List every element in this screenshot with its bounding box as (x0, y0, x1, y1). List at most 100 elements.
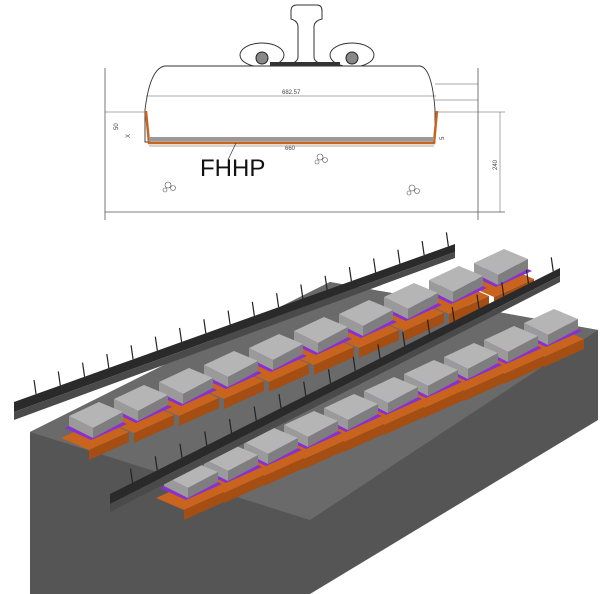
fastening-clip (179, 443, 183, 458)
fastening-clip (352, 356, 356, 371)
sleeper-side (429, 280, 453, 302)
sleeper-top (324, 394, 378, 420)
sleeper-front (183, 378, 213, 404)
sleeper-front (508, 336, 538, 362)
sleeper-front (93, 412, 123, 438)
orange-pad-side (184, 492, 224, 520)
fastening-clip (397, 249, 401, 264)
fastening-clip (476, 294, 480, 309)
sleeper-side (244, 442, 268, 464)
rail (110, 268, 560, 504)
sleeper-front (453, 276, 483, 302)
fastening-clip (130, 345, 134, 360)
sleeper-side (249, 348, 273, 370)
sleeper-top (384, 283, 438, 309)
orange-pad-side (449, 296, 489, 324)
sleeper-top (284, 411, 338, 437)
dim-height-left: 50 (114, 123, 120, 130)
fastening-clip (278, 394, 282, 409)
sleeper-front (273, 344, 303, 370)
sleeper-front (228, 455, 258, 481)
sleeper-top (524, 309, 578, 335)
orange-pad-side (179, 398, 219, 426)
fastening-clip (227, 310, 231, 325)
sleeper-front (318, 327, 348, 353)
dim-pad-right: 5 (440, 136, 446, 140)
fastening-clip (421, 240, 425, 256)
orange-pad-side (384, 407, 424, 435)
orange-pad-side (464, 373, 504, 401)
sleeper-side (159, 382, 183, 404)
fastening-clip (303, 381, 307, 396)
fastening-clip (251, 301, 255, 316)
sleeper-side (474, 263, 498, 285)
aggregate-symbols (162, 153, 420, 196)
rail-web (110, 276, 560, 512)
dim-pad-left: X (126, 134, 132, 138)
sleeper-top (404, 360, 458, 386)
dim-top-width: 682.57 (282, 90, 301, 96)
fastening-clip (178, 327, 183, 343)
sleeper-top (114, 385, 168, 411)
fastening-clip (129, 468, 134, 483)
orange-pad-side (359, 330, 399, 358)
sleeper-top (294, 317, 348, 343)
sleeper-top (364, 377, 418, 403)
fastening-clip (154, 456, 158, 471)
sleeper-top (429, 266, 483, 292)
orange-pad-side (224, 381, 264, 409)
sleeper-top (474, 249, 528, 275)
sleeper-block (144, 65, 436, 143)
sleeper-front (428, 370, 458, 396)
sleeper-top (244, 428, 298, 454)
orange-pad-side (504, 356, 544, 384)
fastening-clip (348, 267, 352, 282)
sleeper-front (498, 259, 528, 285)
sleeper-front (408, 293, 438, 319)
fhhp-pad (144, 110, 439, 145)
fastening-clip (203, 319, 207, 334)
fastening-clip (327, 369, 332, 384)
fastening-clip (324, 275, 328, 290)
fastening-clip (377, 344, 381, 359)
orange-pad-side (264, 458, 304, 486)
fastening-clip (373, 258, 377, 273)
sleeper-side (404, 374, 428, 396)
sleeper-side (339, 314, 363, 336)
sleeper-front (468, 353, 498, 379)
fastening-clip (426, 319, 431, 334)
sleeper-front (138, 395, 168, 421)
rail-web (14, 252, 455, 420)
fhhp-label: FHHP (200, 155, 265, 182)
fastening-clip (451, 307, 455, 322)
sleeper-front (188, 472, 218, 498)
dim-bottom-width: 660 (285, 146, 296, 152)
fastening-clip (106, 353, 110, 369)
fastening-clip (525, 269, 530, 284)
sleeper-side (364, 391, 388, 413)
sleeper-side (294, 331, 318, 353)
sleeper-front (268, 438, 298, 464)
sleeper-side (524, 323, 548, 345)
orange-pad-side (544, 339, 584, 367)
orange-pad-side (314, 347, 354, 375)
sleeper-side (284, 425, 308, 447)
sleeper-top (249, 334, 303, 360)
fastening-clip (402, 331, 406, 347)
dim-slab-height: 240 (493, 159, 499, 170)
sleeper-top (164, 462, 218, 488)
fastening-clip (33, 380, 37, 395)
sleeper-side (164, 476, 188, 498)
sleeper-front (348, 404, 378, 430)
sleeper-top (159, 368, 213, 394)
sleeper-side (69, 416, 93, 438)
sleeper-top (339, 300, 393, 326)
sleeper-front (388, 387, 418, 413)
sleeper-front (308, 421, 338, 447)
sleeper-top (204, 351, 258, 377)
fastening-clip (204, 431, 208, 446)
orange-pad-side (224, 475, 264, 503)
sleeper-front (548, 319, 578, 345)
